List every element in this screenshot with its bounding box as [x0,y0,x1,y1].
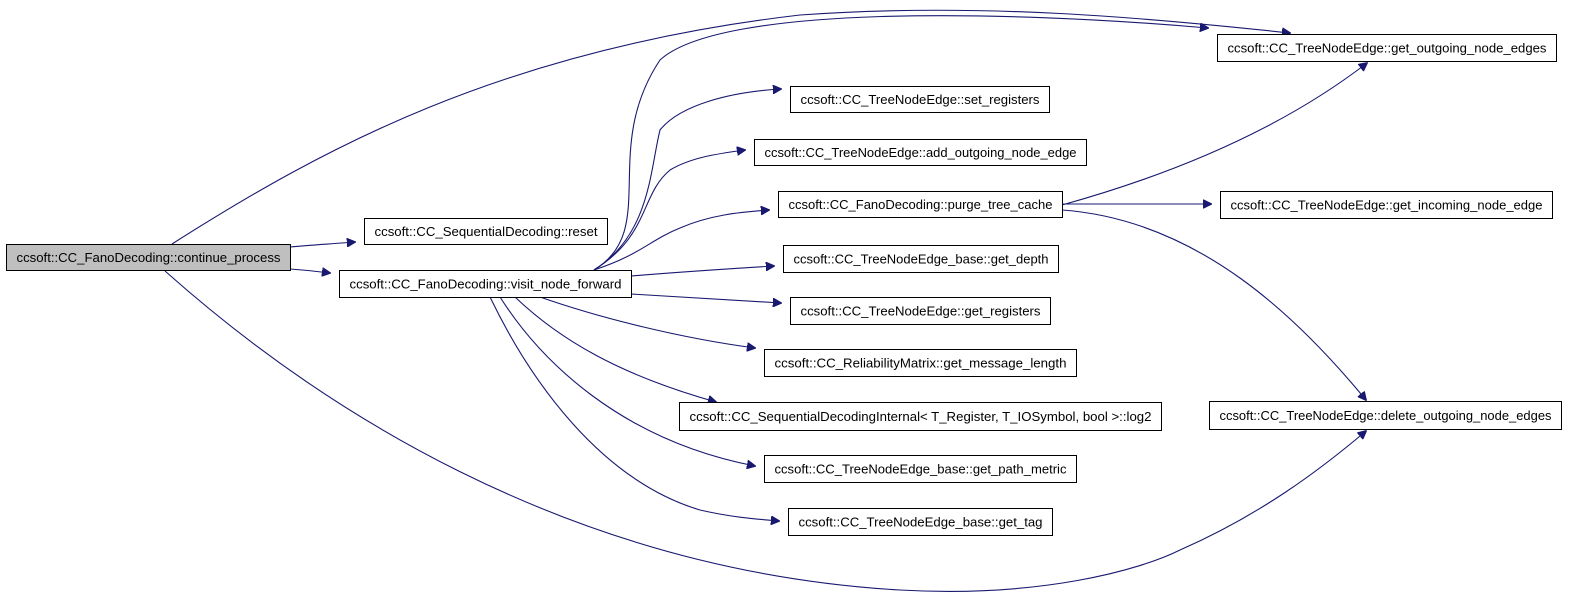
node-label: ccsoft::CC_FanoDecoding::purge_tree_cach… [789,198,1053,212]
edges-layer [164,9,1367,592]
node-box [6,244,291,271]
node-get-tag[interactable]: ccsoft::CC_TreeNodeEdge_base::get_tag [788,508,1053,536]
node-label: ccsoft::CC_FanoDecoding::continue_proces… [17,251,281,265]
edge-visit_node_forward-to-get_tag [489,296,779,521]
node-label: ccsoft::CC_TreeNodeEdge_base::get_tag [799,516,1043,530]
node-label: ccsoft::CC_TreeNodeEdge_base::get_depth [794,253,1049,267]
edge-visit_node_forward-to-get_registers [630,293,781,303]
node-box [754,139,1087,166]
node-add-outgoing-node-edge[interactable]: ccsoft::CC_TreeNodeEdge::add_outgoing_no… [754,139,1087,166]
edge-visit_node_forward-to-purge_tree_cache [593,210,769,271]
node-label: ccsoft::CC_SequentialDecoding::reset [375,225,599,239]
edge-visit_node_forward-to-get_path_metric [499,296,755,466]
node-label: ccsoft::CC_SequentialDecodingInternal< T… [690,410,1152,424]
node-set-registers[interactable]: ccsoft::CC_TreeNodeEdge::set_registers [790,86,1050,113]
node-box [1209,401,1562,430]
edge-continue_process-to-reset [289,242,355,248]
edge-visit_node_forward-to-get_depth [630,266,774,277]
node-box [790,297,1051,325]
edge-visit_node_forward-to-set_registers [593,89,781,271]
nodes-layer: ccsoft::CC_FanoDecoding::continue_proces… [6,34,1562,536]
node-label: ccsoft::CC_TreeNodeEdge::get_incoming_no… [1231,199,1543,213]
edge-visit_node_forward-to-get_outgoing_node_edges [593,15,1208,271]
node-get-path-metric[interactable]: ccsoft::CC_TreeNodeEdge_base::get_path_m… [764,455,1077,483]
node-box [364,218,608,245]
edge-purge_tree_cache-to-get_outgoing_node_edges [1061,63,1367,206]
node-box [764,455,1077,483]
node-get-outgoing-node-edges[interactable]: ccsoft::CC_TreeNodeEdge::get_outgoing_no… [1217,34,1557,62]
edge-visit_node_forward-to-add_outgoing_node_edge [593,150,745,271]
edge-continue_process-to-visit_node_forward [289,269,330,273]
node-visit-node-forward[interactable]: ccsoft::CC_FanoDecoding::visit_node_forw… [339,270,632,298]
node-delete-outgoing-node-edges[interactable]: ccsoft::CC_TreeNodeEdge::delete_outgoing… [1209,401,1562,430]
node-label: ccsoft::CC_TreeNodeEdge::add_outgoing_no… [765,146,1077,160]
node-box [1220,191,1553,219]
node-get-message-length[interactable]: ccsoft::CC_ReliabilityMatrix::get_messag… [764,349,1077,377]
node-label: ccsoft::CC_TreeNodeEdge::set_registers [801,93,1040,107]
node-box [790,86,1050,113]
node-box [1217,34,1557,62]
node-label: ccsoft::CC_FanoDecoding::visit_node_forw… [350,278,622,292]
edge-visit_node_forward-to-log2 [514,296,716,402]
node-box [778,191,1063,218]
node-label: ccsoft::CC_TreeNodeEdge::delete_outgoing… [1220,409,1552,423]
node-box [679,402,1162,431]
node-box [783,245,1059,273]
node-get-registers[interactable]: ccsoft::CC_TreeNodeEdge::get_registers [790,297,1051,325]
node-get-depth[interactable]: ccsoft::CC_TreeNodeEdge_base::get_depth [783,245,1059,273]
edge-continue_process-to-delete_outgoing_node_edges [164,270,1366,592]
edge-continue_process-to-get_outgoing_node_edges [171,9,1290,245]
node-box [788,508,1053,536]
edge-purge_tree_cache-to-delete_outgoing_node_edges [1061,209,1366,400]
node-label: ccsoft::CC_TreeNodeEdge::get_outgoing_no… [1228,42,1547,56]
node-box [764,349,1077,377]
node-label: ccsoft::CC_ReliabilityMatrix::get_messag… [775,357,1067,371]
node-reset[interactable]: ccsoft::CC_SequentialDecoding::reset [364,218,608,245]
node-purge-tree-cache[interactable]: ccsoft::CC_FanoDecoding::purge_tree_cach… [778,191,1063,218]
node-continue-process[interactable]: ccsoft::CC_FanoDecoding::continue_proces… [6,244,291,271]
node-log2[interactable]: ccsoft::CC_SequentialDecodingInternal< T… [679,402,1162,431]
edge-visit_node_forward-to-get_message_length [539,296,755,348]
node-label: ccsoft::CC_TreeNodeEdge_base::get_path_m… [775,463,1067,477]
node-label: ccsoft::CC_TreeNodeEdge::get_registers [801,305,1041,319]
node-box [339,270,632,298]
node-get-incoming-node-edge[interactable]: ccsoft::CC_TreeNodeEdge::get_incoming_no… [1220,191,1553,219]
